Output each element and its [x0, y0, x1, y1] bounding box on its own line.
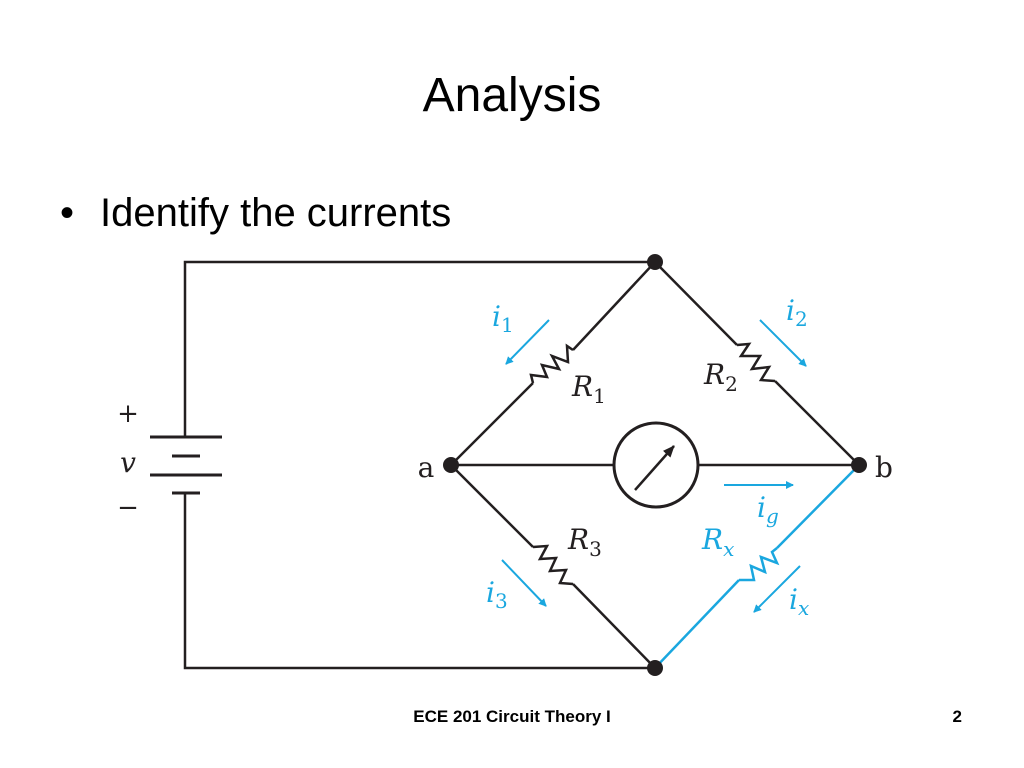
bullet-text: Identify the currents — [100, 191, 452, 235]
resistor-r1 — [529, 343, 574, 384]
branch-rx — [654, 464, 860, 669]
resistor-rx — [739, 547, 780, 582]
r1-label: R1 — [571, 370, 606, 408]
bottom-wire — [183, 493, 655, 670]
r2-label: R2 — [703, 358, 738, 396]
source-voltage-label: v — [120, 446, 136, 479]
branch-r1 — [450, 261, 656, 466]
junction-nodes — [443, 254, 867, 676]
ig-label: ig — [757, 491, 779, 528]
bullet-marker: • — [60, 191, 75, 235]
source-minus-sign: − — [117, 493, 139, 523]
rx-label: Rx — [701, 523, 734, 561]
bullet-item: • Identify the currents — [60, 188, 451, 238]
node-bottom — [647, 660, 663, 676]
branch-r2 — [654, 261, 860, 466]
node-a — [443, 457, 459, 473]
current-arrow-i3 — [501, 559, 547, 607]
galvanometer-needle-arrow — [634, 445, 675, 491]
resistor-r2 — [736, 342, 776, 383]
source-plus-sign: + — [117, 399, 139, 429]
current-arrow-i2 — [759, 319, 807, 367]
node-a-label: a — [418, 451, 435, 484]
resistor-r3 — [532, 544, 574, 586]
i1-label: i1 — [492, 300, 514, 337]
galvanometer-branch — [451, 421, 859, 509]
voltage-source — [150, 435, 222, 495]
i2-label: i2 — [786, 294, 808, 331]
node-top — [647, 254, 663, 270]
ix-label: ix — [789, 583, 809, 620]
current-arrows — [501, 319, 807, 613]
branch-r3 — [450, 464, 656, 669]
node-b — [851, 457, 867, 473]
slide-title: Analysis — [422, 69, 602, 122]
node-b-label: b — [875, 451, 893, 484]
galvanometer — [612, 421, 700, 509]
top-wire — [183, 260, 655, 437]
outer-loop-wiring — [183, 260, 655, 670]
current-arrow-ix — [753, 565, 801, 613]
r3-label: R3 — [567, 523, 602, 561]
current-arrow-i1 — [505, 319, 550, 365]
footer-page-number: 2 — [952, 707, 962, 726]
footer-course-title: ECE 201 Circuit Theory I — [413, 707, 611, 726]
i3-label: i3 — [486, 576, 508, 613]
